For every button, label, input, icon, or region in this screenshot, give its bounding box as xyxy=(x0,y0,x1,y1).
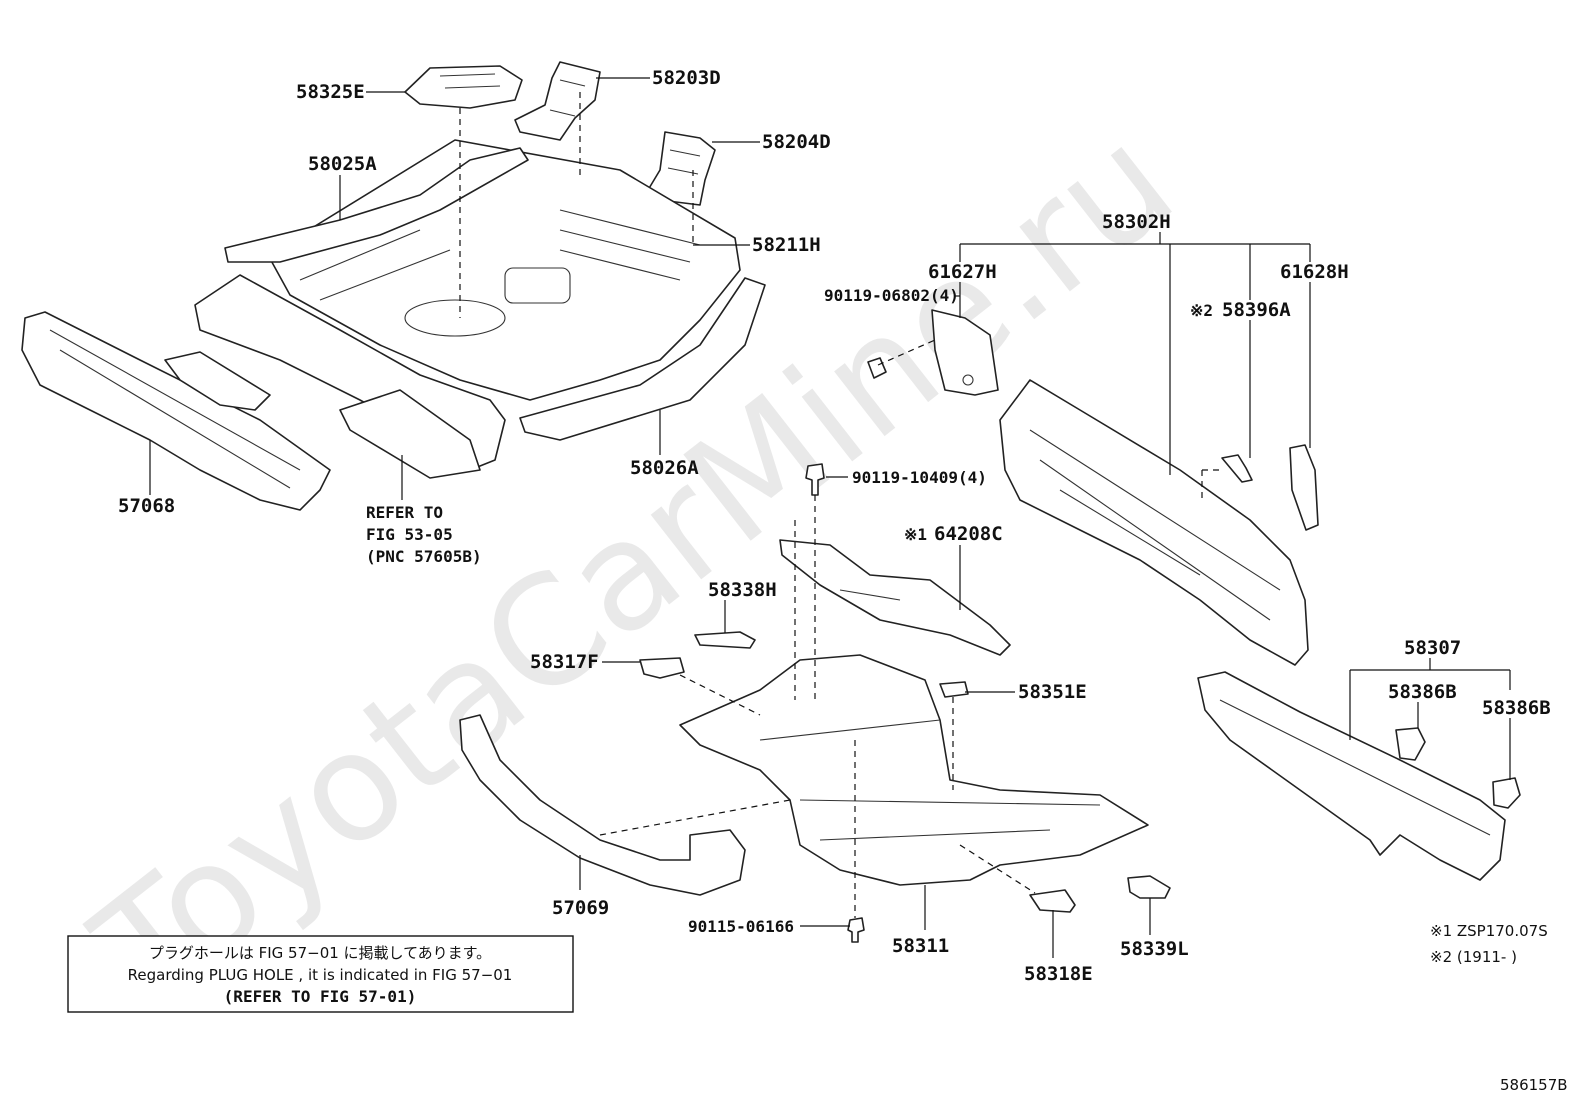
leader-lines xyxy=(149,77,1511,958)
part-58026A[interactable] xyxy=(519,277,766,441)
part-57068[interactable] xyxy=(21,311,331,511)
label-64208C[interactable]: 64208C xyxy=(934,523,1003,545)
label-90119-10409[interactable]: 90119-10409(4) xyxy=(852,468,987,487)
part-58318E[interactable] xyxy=(1029,889,1076,913)
part-58302H[interactable] xyxy=(999,379,1309,666)
label-58325E[interactable]: 58325E xyxy=(296,81,365,103)
label-57068[interactable]: 57068 xyxy=(118,495,175,517)
mark-2-a: ※2 xyxy=(1190,301,1213,320)
notice-line-2: Regarding PLUG HOLE , it is indicated in… xyxy=(128,966,513,984)
part-61627H[interactable] xyxy=(931,309,999,396)
part-58386B-right[interactable] xyxy=(1492,777,1521,809)
plug-hole-notice: プラグホールは FIG 57−01 に掲載してあります。 Regarding P… xyxy=(67,935,574,1013)
label-58386B-right[interactable]: 58386B xyxy=(1482,697,1551,719)
label-58025A[interactable]: 58025A xyxy=(308,153,377,175)
figure-code: 586157B xyxy=(1500,1076,1568,1094)
label-58203D[interactable]: 58203D xyxy=(652,67,721,89)
part-58025A[interactable] xyxy=(224,147,529,263)
part-64208C[interactable] xyxy=(779,539,1011,656)
part-90119-10409-bolt[interactable] xyxy=(805,463,825,496)
refer-line-3: (PNC 57605B) xyxy=(366,547,482,566)
part-57069[interactable] xyxy=(459,714,746,896)
part-rear-crossmember[interactable] xyxy=(194,274,506,479)
part-58325E[interactable] xyxy=(404,65,523,109)
notice-line-3: (REFER TO FIG 57-01) xyxy=(224,987,417,1006)
label-58307[interactable]: 58307 xyxy=(1404,637,1461,659)
mark-1: ※1 xyxy=(904,525,927,544)
label-58339L[interactable]: 58339L xyxy=(1120,938,1189,960)
label-58211H[interactable]: 58211H xyxy=(752,234,821,256)
part-58204D[interactable] xyxy=(647,131,716,206)
label-58351E[interactable]: 58351E xyxy=(1018,681,1087,703)
part-58203D[interactable] xyxy=(514,61,601,141)
label-61628H[interactable]: 61628H xyxy=(1280,261,1349,283)
part-58338H[interactable] xyxy=(694,631,756,649)
label-58338H[interactable]: 58338H xyxy=(708,579,777,601)
part-90115-06166-bolt[interactable] xyxy=(847,917,865,943)
label-58204D[interactable]: 58204D xyxy=(762,131,831,153)
label-58386B-left[interactable]: 58386B xyxy=(1388,681,1457,703)
footnote-2: ※2 (1911- ) xyxy=(1430,948,1517,966)
label-90115-06166[interactable]: 90115-06166 xyxy=(688,917,794,936)
part-labels: 58325E 58203D 58204D 58025A 58211H 58026… xyxy=(118,67,1568,1094)
part-61628H[interactable] xyxy=(1289,444,1319,531)
label-58318E[interactable]: 58318E xyxy=(1024,963,1093,985)
label-58311[interactable]: 58311 xyxy=(892,935,949,957)
part-58351E[interactable] xyxy=(939,681,969,698)
part-58307[interactable] xyxy=(1197,671,1506,881)
label-58317F[interactable]: 58317F xyxy=(530,651,599,673)
part-58311[interactable] xyxy=(679,654,1149,886)
label-58396A[interactable]: 58396A xyxy=(1222,299,1291,321)
label-58302H[interactable]: 58302H xyxy=(1102,211,1171,233)
part-58386B-left[interactable] xyxy=(1395,727,1426,761)
part-58339L[interactable] xyxy=(1127,875,1171,899)
notice-line-1: プラグホールは FIG 57−01 に掲載してあります。 xyxy=(149,944,491,962)
label-61627H[interactable]: 61627H xyxy=(928,261,997,283)
label-90119-06802[interactable]: 90119-06802(4) xyxy=(824,286,959,305)
part-58317F[interactable] xyxy=(639,657,685,679)
label-58026A[interactable]: 58026A xyxy=(630,457,699,479)
label-57069[interactable]: 57069 xyxy=(552,897,609,919)
footnote-1: ※1 ZSP170.07S xyxy=(1430,922,1548,940)
refer-line-2: FIG 53-05 xyxy=(366,525,453,544)
part-58396A[interactable] xyxy=(1221,454,1253,483)
refer-line-1: REFER TO xyxy=(366,503,443,522)
